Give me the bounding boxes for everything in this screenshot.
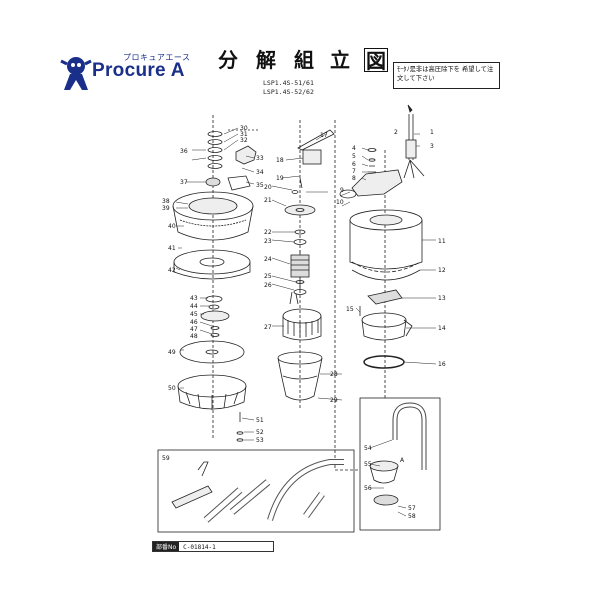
callout-label: 24 (264, 256, 272, 263)
callout-label: 25 (264, 273, 272, 280)
inset-label: A (400, 457, 405, 464)
callout-label: 43 (190, 295, 198, 302)
rotor-shaft (290, 250, 310, 290)
upper-housing (172, 191, 254, 241)
callout-label: 10 (336, 199, 344, 206)
callout-label: 26 (264, 282, 272, 289)
callout-label: 59 (162, 455, 170, 462)
callout-label: 2 (394, 129, 398, 136)
inset-discharge: A (359, 397, 441, 531)
callout-label: 42 (168, 267, 176, 274)
callout-label: 41 (168, 245, 176, 252)
callout-label: 45 (190, 311, 198, 318)
brand-kana: プロキュアエース (123, 53, 191, 62)
callout-label: 57 (408, 505, 416, 512)
callout-label: 37 (180, 179, 188, 186)
base-strainer (177, 374, 247, 410)
accessory-kit (157, 449, 355, 533)
title-char: 立 (330, 48, 350, 72)
callout-label: 15 (346, 306, 354, 313)
seal-housing (361, 312, 413, 341)
callout-label: 38 (162, 198, 170, 205)
callout-label: 29 (330, 397, 338, 404)
title-char: 分 (218, 48, 238, 72)
order-note: ﾓｰﾀﾉ是非は高圧除下を 希望して注文して下さい (393, 62, 500, 89)
model-number: LSP1.4S-51/61 (263, 79, 314, 87)
callout-label: 19 (276, 175, 284, 182)
callout-label: 40 (168, 223, 176, 230)
motor-frame (277, 351, 323, 401)
callout-label: 33 (256, 155, 264, 162)
callout-label: 54 (364, 445, 372, 452)
callout-label: 23 (264, 238, 272, 245)
callout-label: 46 (190, 319, 198, 326)
callout-label: 58 (408, 513, 416, 520)
callout-label: 3 (430, 143, 434, 150)
part-number-label: 部番No (153, 542, 180, 551)
callout-label: 11 (438, 238, 446, 245)
callout-label: 32 (240, 137, 248, 144)
model-number: LSP1.4S-52/62 (263, 88, 314, 96)
callout-label: 53 (256, 437, 264, 444)
callout-label: 14 (438, 325, 446, 332)
callout-label: 6 (352, 161, 356, 168)
callout-label: 18 (276, 157, 284, 164)
brand-name: Procure A (92, 60, 185, 81)
callout-label: 39 (162, 205, 170, 212)
callout-label: 55 (364, 461, 372, 468)
callout-label: 27 (264, 324, 272, 331)
callout-label: 21 (264, 197, 272, 204)
callout-label: 48 (190, 333, 198, 340)
callout-label: 13 (438, 295, 446, 302)
stator (282, 308, 322, 341)
callout-label: 47 (190, 326, 198, 333)
callout-label: 50 (168, 385, 176, 392)
capacitor-block (302, 149, 322, 165)
pump-head (351, 169, 403, 197)
callout-label: 22 (264, 229, 272, 236)
callout-label: 1 (430, 129, 434, 136)
callout-label: 16 (438, 361, 446, 368)
callout-label: 30 (240, 125, 248, 132)
part-number-box: 部番No C-01814-1 (152, 541, 274, 552)
title-char: 図 (364, 48, 388, 73)
part-number-value: C-01814-1 (183, 544, 216, 551)
callout-label: 35 (256, 182, 264, 189)
washer-stack (207, 131, 223, 169)
title-char: 組 (294, 48, 314, 72)
brand-logo (58, 50, 208, 90)
callout-label: 56 (364, 485, 372, 492)
page-title: 分 解 組 立 図 (216, 48, 390, 74)
ring-plate (173, 249, 251, 280)
callout-label: 20 (264, 184, 272, 191)
callout-label: 17 (320, 132, 328, 139)
callout-label: 28 (330, 371, 338, 378)
callout-label: 8 (352, 175, 356, 182)
motor-housing (349, 209, 423, 270)
callout-label: 9 (340, 187, 344, 194)
lever (297, 129, 335, 151)
callout-label: 5 (352, 153, 356, 160)
title-char: 解 (256, 48, 276, 72)
callout-label: 51 (256, 417, 264, 424)
callout-label: 52 (256, 429, 264, 436)
callout-label: 49 (168, 349, 176, 356)
callout-label: 7 (352, 168, 356, 175)
callout-label: 34 (256, 169, 264, 176)
callout-label: 36 (180, 148, 188, 155)
callout-label: 44 (190, 303, 198, 310)
cable-assembly (403, 104, 425, 179)
brand-mascot-icon (60, 57, 92, 90)
callout-label: 31 (240, 131, 248, 138)
callout-label: 12 (438, 267, 446, 274)
callout-label: 4 (352, 145, 356, 152)
